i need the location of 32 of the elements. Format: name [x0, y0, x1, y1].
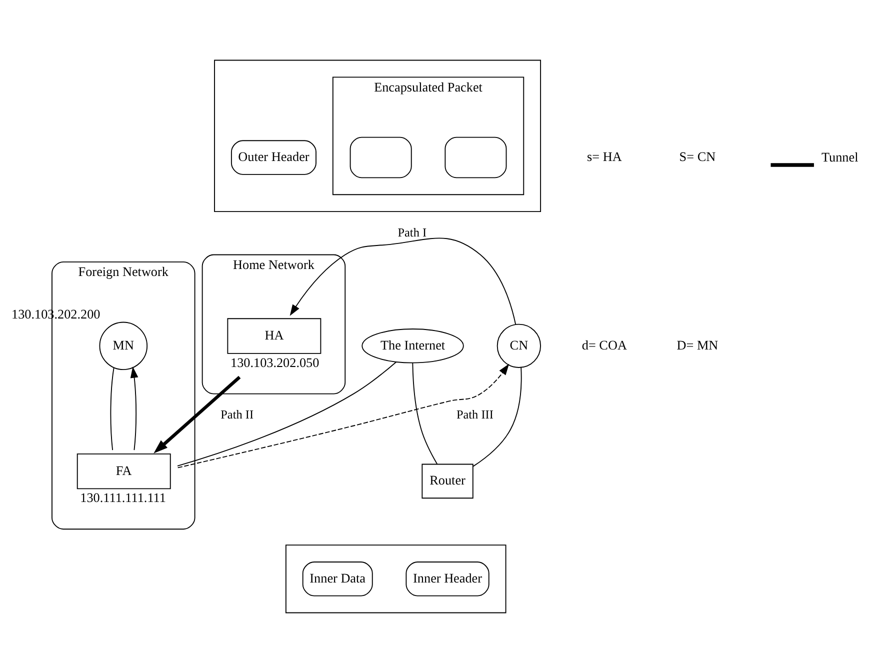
node-box: [350, 136, 412, 178]
node-box: Outer Header: [230, 140, 316, 174]
connector: [412, 362, 438, 464]
connector: [177, 361, 397, 466]
arrow: [154, 375, 241, 453]
connector: [472, 366, 522, 466]
node-box: Inner Data: [302, 561, 373, 596]
node-box: FA: [76, 452, 171, 489]
node-ellipse: The Internet: [362, 328, 464, 363]
cluster: [285, 544, 506, 613]
label: D= MN: [676, 336, 718, 352]
node-circle: CN: [496, 323, 542, 368]
node-box: [444, 136, 507, 178]
label: d= COA: [582, 336, 627, 352]
cluster: [214, 59, 542, 212]
arrow: [177, 363, 510, 468]
connector: [110, 367, 114, 450]
edge-label: Path I: [398, 224, 427, 239]
label: s= HA: [587, 148, 622, 164]
arrow: [290, 237, 516, 324]
node-box: Router: [422, 463, 474, 498]
edge-label: Path II: [220, 407, 254, 422]
node-label: 130.103.202.050: [230, 354, 320, 370]
arrow: [130, 366, 138, 450]
legend-label: Tunnel: [821, 148, 858, 164]
node-box: Inner Header: [406, 561, 490, 596]
cluster: Encapsulated Packet: [332, 76, 524, 195]
label: S= CN: [679, 148, 716, 164]
node-label: 130.111.111.111: [80, 490, 166, 505]
edge-label: Path III: [456, 407, 494, 422]
node-circle: MN: [99, 321, 148, 370]
node-box: HA: [227, 318, 322, 354]
